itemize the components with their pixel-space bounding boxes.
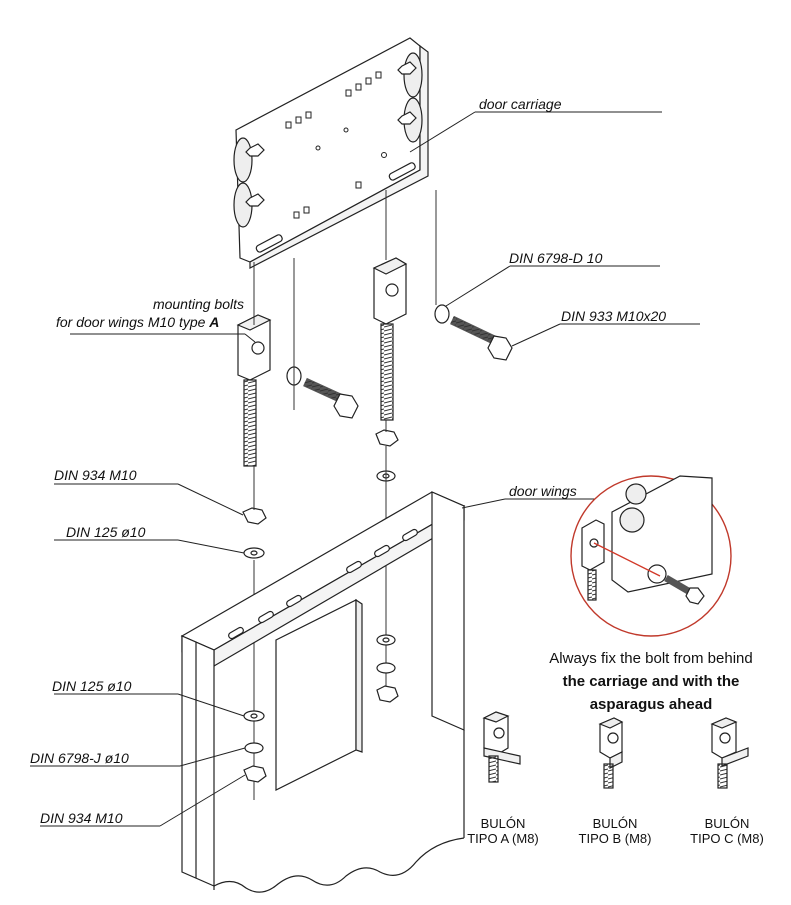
bolt-a-type: TIPO A (M8) bbox=[467, 831, 539, 846]
note-line-2: the carriage and with the bbox=[562, 673, 740, 690]
label-door-wings: door wings bbox=[509, 483, 577, 499]
bolt-b-name: BULÓN bbox=[592, 816, 638, 831]
label-din-934-m10-bottom: DIN 934 M10 bbox=[40, 810, 123, 826]
bolt-type-a-drawing bbox=[482, 711, 521, 783]
label-mounting-bolts-line2: for door wings M10 type A bbox=[56, 314, 219, 330]
left-nut-washer-top bbox=[242, 507, 267, 559]
bolt-type-b-drawing bbox=[598, 717, 624, 789]
bolt-a-name: BULÓN bbox=[480, 816, 526, 831]
right-mounting-bolt bbox=[372, 257, 408, 421]
bolt-c-type: TIPO C (M8) bbox=[690, 831, 764, 846]
right-nut-washer-top bbox=[375, 429, 399, 482]
left-washer-stack bbox=[243, 710, 267, 783]
label-mounting-bolts-type: A bbox=[209, 314, 220, 330]
label-din-933-m10x20: DIN 933 M10x20 bbox=[561, 308, 667, 324]
bolt-type-c-drawing bbox=[710, 717, 749, 789]
label-mounting-bolts-text: for door wings M10 type bbox=[56, 314, 206, 330]
label-din-6798-j-10: DIN 6798-J ø10 bbox=[30, 750, 129, 766]
label-mounting-bolts-line1: mounting bolts bbox=[152, 296, 244, 312]
bolt-b-caption: BULÓN TIPO B (M8) bbox=[560, 816, 670, 846]
note-line-1: Always fix the bolt from behind bbox=[549, 650, 753, 667]
label-din-125-10-top: DIN 125 ø10 bbox=[66, 524, 146, 540]
bolt-a-caption: BULÓN TIPO A (M8) bbox=[448, 816, 558, 846]
label-din-934-m10-top: DIN 934 M10 bbox=[54, 467, 137, 483]
note-line-3: asparagus ahead bbox=[589, 696, 713, 713]
door-carriage-plate bbox=[233, 37, 429, 269]
label-din-6798-d-10: DIN 6798-D 10 bbox=[509, 250, 603, 266]
left-mounting-bolt bbox=[236, 314, 272, 467]
right-washer-stack bbox=[376, 634, 399, 703]
bolt-c-name: BULÓN bbox=[704, 816, 750, 831]
leader-lines bbox=[30, 111, 700, 827]
bolt-c-caption: BULÓN TIPO C (M8) bbox=[672, 816, 782, 846]
label-door-carriage: door carriage bbox=[479, 96, 562, 112]
right-hex-bolt bbox=[434, 304, 513, 361]
detail-circle bbox=[570, 475, 732, 637]
door-wings bbox=[180, 491, 466, 893]
left-hex-bolt bbox=[286, 366, 359, 419]
bolt-b-type: TIPO B (M8) bbox=[578, 831, 652, 846]
label-din-125-10-bottom: DIN 125 ø10 bbox=[52, 678, 132, 694]
